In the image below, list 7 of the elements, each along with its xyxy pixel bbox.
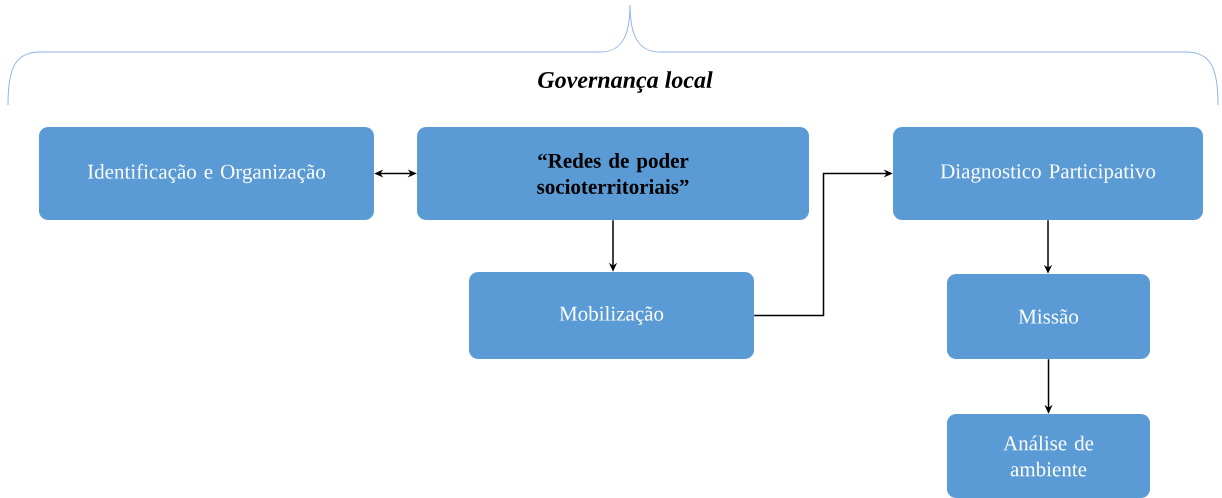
process-box: “Redes de poder socioterritoriais”: [417, 127, 809, 220]
process-box: Mobilização: [469, 272, 754, 359]
process-box: Missão: [947, 274, 1150, 359]
process-box: Análise de ambiente: [947, 414, 1150, 498]
process-box: Diagnostico Participativo: [893, 127, 1203, 220]
title: Governança local: [538, 71, 713, 93]
process-box: Identificação e Organização: [39, 127, 374, 220]
